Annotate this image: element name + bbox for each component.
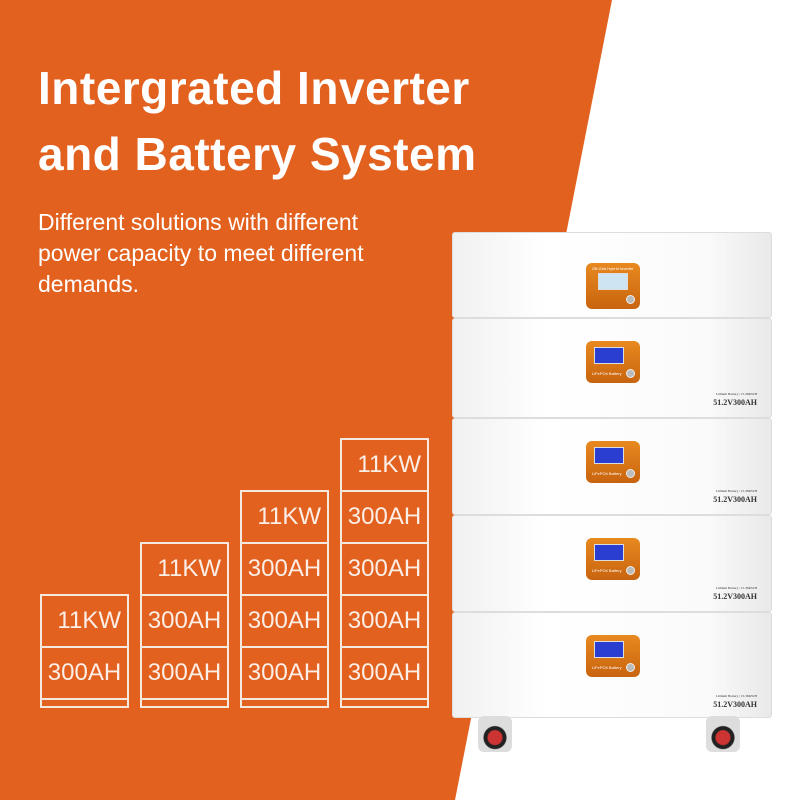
lcd-screen [594,347,624,364]
power-button [626,369,635,378]
inverter-cell: 11KW [342,440,427,492]
inverter-cell: 11KW [242,492,327,544]
lcd-screen [594,447,624,464]
headline-line-2: and Battery System [38,128,477,180]
battery-cell: 300AH [342,596,427,648]
panel-label: LiFePO4 Battery [592,665,622,670]
battery-cell: 300AH [242,544,327,596]
battery-cell: 300AH [242,648,327,700]
lcd-screen [598,273,628,290]
inverter-module: Off-Grid Hybrid Inverter [452,232,772,318]
power-button [626,469,635,478]
control-panel: LiFePO4 Battery [586,441,640,483]
caster-wheel [478,716,512,752]
control-panel: LiFePO4 Battery [586,538,640,580]
battery-spec: 51.2V300AH [713,398,757,407]
control-panel: Off-Grid Hybrid Inverter [586,263,640,309]
stack-base [42,700,127,706]
battery-cell: 300AH [342,648,427,700]
lcd-screen [594,544,624,561]
stack-base [142,700,227,706]
power-button [626,566,635,575]
panel-label: LiFePO4 Battery [592,371,622,376]
panel-label: LiFePO4 Battery [592,568,622,573]
battery-spec-label: Lithium Battery | 15.36KWH 51.2V300AH [713,694,757,709]
battery-cell: 300AH [342,544,427,596]
battery-small-label: Lithium Battery | 15.36KWH [715,586,757,590]
stack-base [342,700,427,706]
subtitle: Different solutions with different power… [38,207,438,300]
battery-spec: 51.2V300AH [713,592,757,601]
battery-spec: 51.2V300AH [713,495,757,504]
power-button [626,295,635,304]
caster-wheel [706,716,740,752]
subtitle-line-3: demands. [38,271,140,297]
panel-label: Off-Grid Hybrid Inverter [592,266,634,271]
stack-base [242,700,327,706]
battery-cell: 300AH [142,596,227,648]
battery-small-label: Lithium Battery | 15.36KWH [715,694,757,698]
battery-spec-label: Lithium Battery | 15.36KWH 51.2V300AH [713,586,757,601]
subtitle-line-2: power capacity to meet different [38,240,364,266]
battery-cell: 300AH [42,648,127,700]
panel-label: LiFePO4 Battery [592,471,622,476]
battery-small-label: Lithium Battery | 15.36KWH [715,392,757,396]
headline: Intergrated Inverter and Battery System [38,55,477,187]
control-panel: LiFePO4 Battery [586,635,640,677]
battery-small-label: Lithium Battery | 15.36KWH [715,489,757,493]
inverter-cell: 11KW [142,544,227,596]
battery-spec-label: Lithium Battery | 15.36KWH 51.2V300AH [713,392,757,407]
lcd-screen [594,641,624,658]
subtitle-line-1: Different solutions with different [38,209,359,235]
inverter-cell: 11KW [42,596,127,648]
battery-cell: 300AH [342,492,427,544]
battery-cell: 300AH [142,648,227,700]
battery-spec-label: Lithium Battery | 15.36KWH 51.2V300AH [713,489,757,504]
power-button [626,663,635,672]
control-panel: LiFePO4 Battery [586,341,640,383]
battery-spec: 51.2V300AH [713,700,757,709]
headline-line-1: Intergrated Inverter [38,62,470,114]
battery-cell: 300AH [242,596,327,648]
